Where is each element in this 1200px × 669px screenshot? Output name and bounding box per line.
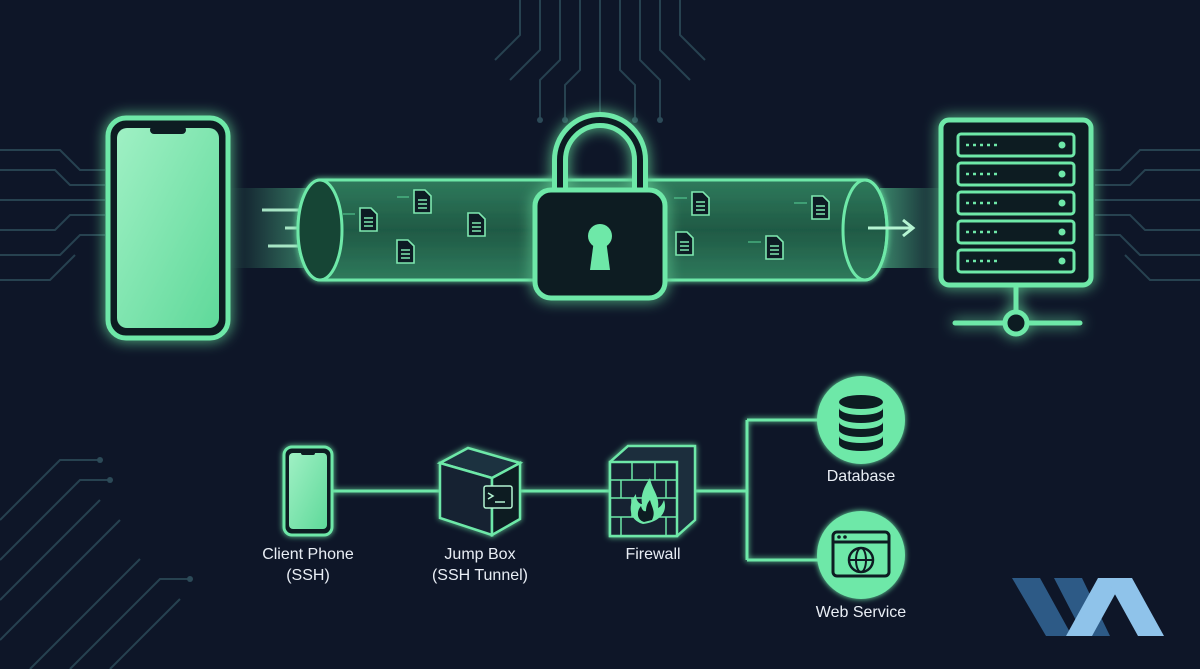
brand-logo	[1012, 578, 1164, 636]
padlock-icon	[532, 112, 668, 301]
client-phone-label: Client Phone (SSH)	[262, 546, 354, 584]
flow-connectors	[332, 418, 820, 562]
firewall-icon	[608, 444, 697, 538]
server-icon	[938, 117, 1094, 337]
client-phone-icon	[282, 445, 334, 537]
database-label: Database	[826, 468, 896, 485]
database-icon	[817, 376, 905, 464]
jump-box-label: Jump Box (SSH Tunnel)	[431, 546, 529, 584]
phone-icon	[105, 115, 231, 341]
firewall-label: Firewall	[625, 546, 681, 563]
web-service-label: Web Service	[815, 604, 907, 621]
web-service-icon	[817, 511, 905, 599]
terminal-box-icon	[436, 446, 524, 538]
